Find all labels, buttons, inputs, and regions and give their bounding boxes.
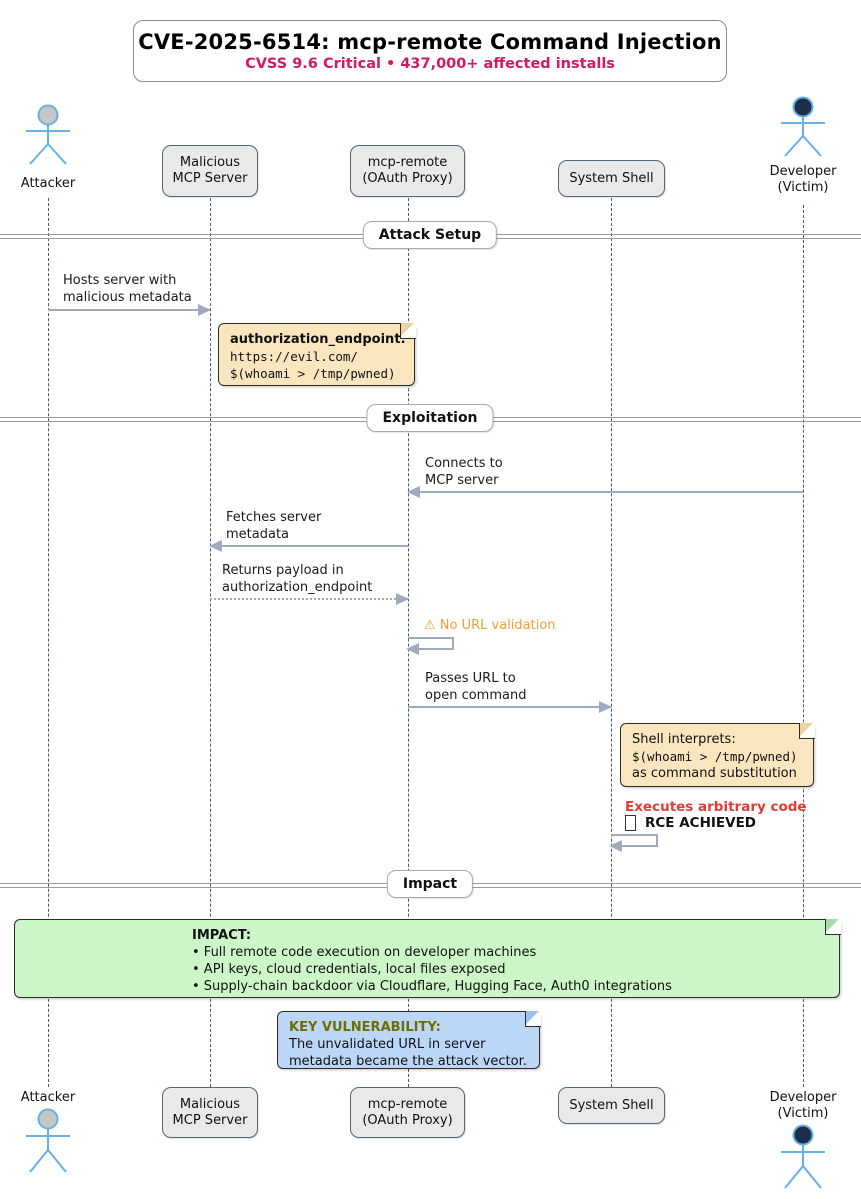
participant-mcp-remote-bottom: mcp-remote (OAuth Proxy) <box>350 1087 465 1138</box>
message-text: malicious metadata <box>63 290 192 305</box>
note-impact: IMPACT: • Full remote code execution on … <box>14 918 841 998</box>
diagram-subtitle: CVSS 9.6 Critical • 437,000+ affected in… <box>245 56 615 72</box>
message-text: MCP server <box>425 473 499 488</box>
note-key-vulnerability: KEY VULNERABILITY: The unvalidated URL i… <box>277 1010 541 1069</box>
impact-title: IMPACT: <box>192 928 252 943</box>
participant-label: System Shell <box>569 170 654 186</box>
attacker-stick-figure-icon <box>26 104 70 165</box>
arrow-mcp-remote-to-shell <box>408 701 612 713</box>
note-code: $(whoami > /tmp/pwned) <box>632 749 798 764</box>
note-title: authorization_endpoint: <box>230 332 406 347</box>
message-text: Returns payload in <box>222 563 344 578</box>
key-vulnerability-title: KEY VULNERABILITY: <box>289 1020 441 1035</box>
participant-label: mcp-remote <box>367 155 448 170</box>
actor-label-developer-bottom: Developer (Victim) <box>760 1090 846 1122</box>
message-text: Fetches server <box>226 510 322 525</box>
note-fold-icon <box>524 1010 541 1027</box>
arrowhead-right-icon <box>198 304 211 316</box>
message-passes-label: Passes URL to open command <box>425 670 526 704</box>
message-text: Passes URL to <box>425 671 516 686</box>
actor-label-line: Developer <box>769 1090 837 1105</box>
note-text: as command substitution <box>632 766 797 781</box>
message-fetches-label: Fetches server metadata <box>226 509 321 543</box>
arrow-attacker-to-mcp-server <box>48 304 211 316</box>
divider-attack-setup: Attack Setup <box>362 221 498 249</box>
note-text: Shell interprets: <box>632 732 736 747</box>
participant-label: (OAuth Proxy) <box>362 171 453 186</box>
arrow-mcp-remote-to-mcp-server <box>209 540 408 552</box>
lifeline-mcp-remote <box>407 198 409 1087</box>
actor-label-developer: Developer (Victim) <box>760 164 846 196</box>
actor-label-attacker-bottom: Attacker <box>20 1090 76 1105</box>
arrow-return-payload-dotted <box>210 593 409 605</box>
arrowhead-left-icon <box>209 540 222 552</box>
participant-label: MCP Server <box>172 1112 248 1128</box>
actor-label-attacker: Attacker <box>20 176 76 191</box>
note-text: metadata became the attack vector. <box>289 1054 527 1069</box>
note-code: https://evil.com/ <box>230 349 358 364</box>
participant-label: mcp-remote <box>367 1096 448 1112</box>
diagram-title-box: CVE-2025-6514: mcp-remote Command Inject… <box>133 20 727 82</box>
arrowhead-right-icon <box>396 593 409 605</box>
rce-achieved-text: RCE ACHIEVED <box>645 815 756 831</box>
participant-mcp-remote-top: mcp-remote (OAuth Proxy) <box>350 145 465 197</box>
participant-system-shell-bottom: System Shell <box>558 1087 665 1124</box>
note-authorization-endpoint: authorization_endpoint: https://evil.com… <box>218 322 416 386</box>
lifeline-developer <box>802 205 804 1087</box>
arrowhead-right-icon <box>599 701 612 713</box>
developer-stick-figure-icon-bottom <box>781 1124 825 1189</box>
note-fold-icon <box>824 918 841 935</box>
diagram-title: CVE-2025-6514: mcp-remote Command Inject… <box>138 30 722 54</box>
lifeline-mcp-server <box>209 198 211 1087</box>
participant-mcp-server-bottom: Malicious MCP Server <box>162 1087 258 1138</box>
message-text: Hosts server with <box>63 273 177 288</box>
self-arrow-mcp-remote <box>406 637 454 655</box>
participant-label: System Shell <box>569 1097 654 1113</box>
message-hosts-label: Hosts server with malicious metadata <box>63 272 192 306</box>
note-text: The unvalidated URL in server <box>289 1037 486 1052</box>
note-code: $(whoami > /tmp/pwned) <box>230 366 396 381</box>
participant-system-shell-top: System Shell <box>558 160 665 197</box>
message-connects-label: Connects to MCP server <box>425 455 503 489</box>
message-text: open command <box>425 688 527 703</box>
rce-emoji-placeholder-icon <box>625 815 636 831</box>
message-text: metadata <box>226 527 290 542</box>
actor-label-developer-line1: Developer <box>769 164 837 179</box>
rce-achieved-line: RCE ACHIEVED <box>625 815 756 831</box>
actor-label-line: (Victim) <box>777 1106 829 1121</box>
note-shell-interprets: Shell interprets: $(whoami > /tmp/pwned)… <box>620 722 815 787</box>
warning-no-url-validation: ⚠ No URL validation <box>424 618 556 633</box>
note-fold-icon <box>798 722 815 739</box>
lifeline-attacker <box>47 198 49 1087</box>
developer-stick-figure-icon <box>781 96 825 157</box>
self-arrow-system-shell <box>609 834 658 852</box>
arrow-developer-to-mcp-remote <box>407 486 803 498</box>
warning-triangle-icon: ⚠ <box>424 618 436 633</box>
message-returns-label: Returns payload in authorization_endpoin… <box>222 562 372 596</box>
participant-label: MCP Server <box>172 171 248 186</box>
note-fold-icon <box>399 322 416 339</box>
participant-label: Malicious <box>179 155 241 170</box>
participant-label: (OAuth Proxy) <box>362 1112 453 1128</box>
divider-impact: Impact <box>386 870 474 898</box>
executes-arbitrary-code-text: Executes arbitrary code <box>625 799 807 815</box>
attacker-stick-figure-icon-bottom <box>26 1108 70 1173</box>
arrowhead-left-icon <box>407 486 420 498</box>
impact-bullet: • Supply-chain backdoor via Cloudflare, … <box>192 979 672 994</box>
divider-exploitation: Exploitation <box>366 404 494 432</box>
impact-bullet: • API keys, cloud credentials, local fil… <box>192 962 506 977</box>
warning-text: No URL validation <box>439 618 556 633</box>
lifeline-system-shell <box>610 198 612 1087</box>
message-text: authorization_endpoint <box>222 580 373 595</box>
impact-bullet: • Full remote code execution on develope… <box>192 945 537 960</box>
arrowhead-left-icon <box>406 643 419 655</box>
participant-label: Malicious <box>179 1096 241 1112</box>
arrowhead-left-icon <box>609 840 622 852</box>
participant-mcp-server-top: Malicious MCP Server <box>162 145 258 197</box>
message-text: Connects to <box>425 456 503 471</box>
actor-label-developer-line2: (Victim) <box>777 180 829 195</box>
